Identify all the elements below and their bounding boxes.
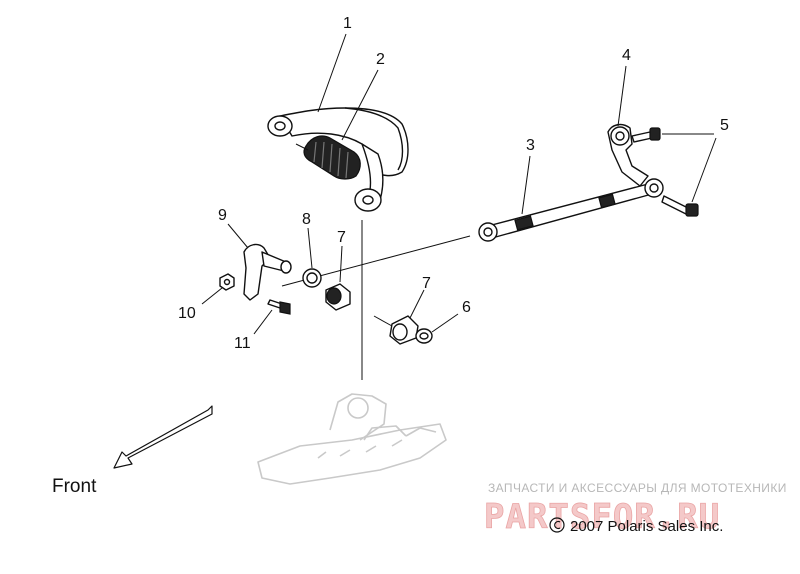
- leader-5b: [691, 137, 717, 203]
- callout-5: 5: [720, 117, 729, 134]
- shift-peg: [295, 135, 361, 180]
- bushing-assembly-line: [373, 315, 393, 327]
- bolt-small: [267, 299, 291, 315]
- leader-4: [617, 65, 627, 127]
- leader-7b: [409, 289, 425, 319]
- callout-3: 3: [526, 137, 535, 154]
- shift-arm: [607, 123, 649, 187]
- leader-11: [253, 309, 273, 335]
- callout-11: 11: [234, 335, 251, 352]
- callout-7-left: 7: [337, 229, 346, 246]
- leader-9: [227, 223, 249, 249]
- shift-rod: [478, 178, 664, 242]
- leader-3: [521, 155, 531, 215]
- callout-10: 10: [178, 305, 196, 322]
- nut: [219, 273, 235, 291]
- callout-1: 1: [343, 15, 352, 32]
- leader-7a: [339, 245, 343, 283]
- watermark-tagline: ЗАПЧАСТИ И АКСЕССУАРЫ ДЛЯ МОТОТЕХНИКИ: [488, 481, 787, 495]
- copyright-icon: [549, 517, 565, 533]
- callout-4: 4: [622, 47, 631, 64]
- callout-8: 8: [302, 211, 311, 228]
- leader-10: [201, 287, 223, 305]
- leader-6: [431, 313, 459, 333]
- snap-ring: [415, 328, 433, 344]
- callout-9: 9: [218, 207, 227, 224]
- watermark-logo: PARTSFOR.RU: [484, 497, 720, 537]
- callout-6: 6: [462, 299, 471, 316]
- front-label: Front: [52, 476, 97, 497]
- copyright-text: 2007 Polaris Sales Inc.: [570, 518, 723, 535]
- washer: [302, 268, 322, 288]
- leader-1: [317, 33, 347, 113]
- bushing-left: [325, 283, 351, 311]
- bolt-upper: [631, 127, 661, 143]
- front-arrow-icon: [113, 405, 213, 469]
- bushing-right: [389, 315, 419, 345]
- shift-lever: [267, 107, 409, 212]
- callout-7-right: 7: [422, 275, 431, 292]
- footrest-bracket-ghost: [257, 393, 447, 485]
- callout-2: 2: [376, 51, 385, 68]
- bolt-lower: [661, 195, 699, 217]
- shaft-lever: [243, 243, 292, 301]
- leader-8: [307, 227, 313, 269]
- leader-2: [341, 69, 379, 141]
